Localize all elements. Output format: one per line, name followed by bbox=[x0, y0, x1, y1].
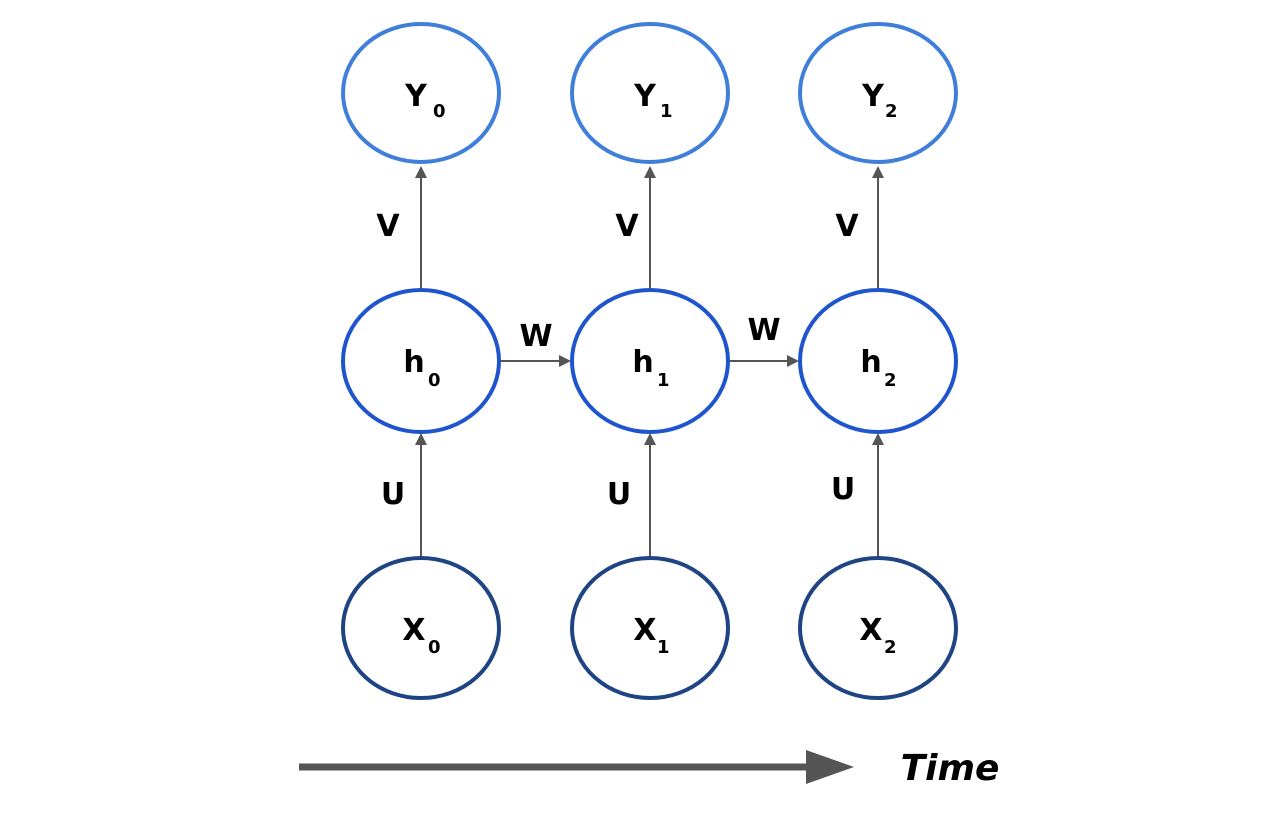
edge-label-u1: U bbox=[607, 477, 631, 512]
edge-label-w1: W bbox=[747, 313, 780, 348]
node-x2: X 2 bbox=[798, 556, 958, 700]
node-y0: Y 0 bbox=[341, 22, 501, 164]
node-h2-subscript: 2 bbox=[884, 370, 897, 391]
node-h0: h 0 bbox=[341, 288, 501, 434]
node-h2-label: h bbox=[860, 345, 881, 380]
node-h1: h 1 bbox=[570, 288, 730, 434]
node-y2-label: Y bbox=[861, 79, 885, 114]
node-x0: X 0 bbox=[341, 556, 501, 700]
node-y1-label: Y bbox=[633, 79, 657, 114]
node-y0-subscript: 0 bbox=[433, 101, 446, 122]
node-y2: Y 2 bbox=[798, 22, 958, 164]
edge-label-v2: V bbox=[835, 209, 859, 244]
node-y1-subscript: 1 bbox=[660, 101, 673, 122]
node-y0-label: Y bbox=[404, 79, 428, 114]
edge-label-v1: V bbox=[615, 209, 639, 244]
node-y1: Y 1 bbox=[570, 22, 730, 164]
edge-label-u2: U bbox=[831, 472, 855, 507]
time-label: Time bbox=[901, 748, 1000, 789]
node-x0-subscript: 0 bbox=[428, 637, 441, 658]
node-h1-label: h bbox=[632, 345, 653, 380]
node-x1-label: X bbox=[633, 613, 656, 648]
node-x2-subscript: 2 bbox=[884, 637, 897, 658]
time-arrow-head bbox=[806, 750, 854, 784]
edge-label-u0: U bbox=[381, 477, 405, 512]
node-y2-subscript: 2 bbox=[885, 101, 898, 122]
node-x1-subscript: 1 bbox=[657, 637, 670, 658]
node-h0-subscript: 0 bbox=[428, 370, 441, 391]
edge-label-v0: V bbox=[376, 209, 400, 244]
edge-label-w0: W bbox=[519, 319, 552, 354]
node-h0-label: h bbox=[403, 345, 424, 380]
node-x0-label: X bbox=[402, 613, 425, 648]
node-x2-label: X bbox=[859, 613, 882, 648]
node-x1: X 1 bbox=[570, 556, 730, 700]
node-h2: h 2 bbox=[798, 288, 958, 434]
time-axis: Time bbox=[299, 748, 999, 789]
node-h1-subscript: 1 bbox=[657, 370, 670, 391]
